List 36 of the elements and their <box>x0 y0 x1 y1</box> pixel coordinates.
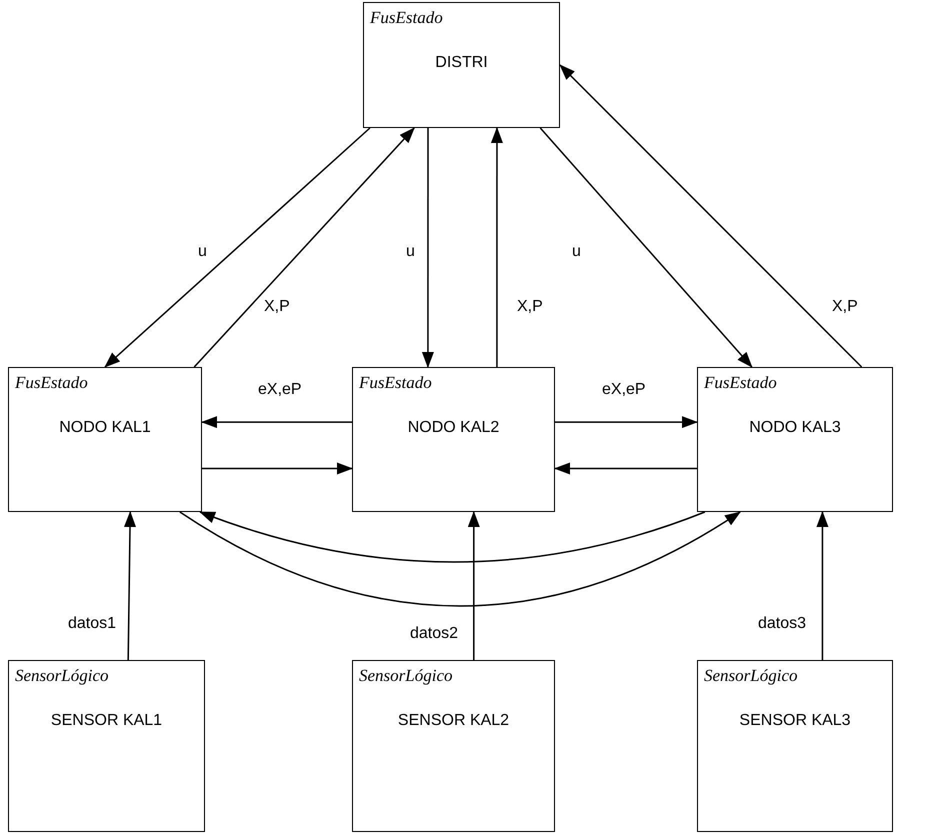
arrow <box>490 127 503 367</box>
arrow <box>559 64 862 368</box>
box-title: NODO KAL2 <box>408 418 500 438</box>
box-heading: SensorLógico <box>703 665 798 687</box>
arrow <box>194 127 415 368</box>
arrow <box>554 462 697 474</box>
process-box <box>8 367 202 512</box>
arrow <box>180 511 741 607</box>
box-title: NODO KAL1 <box>59 418 151 438</box>
box-heading: FusEstado <box>358 372 433 394</box>
arrow <box>555 416 698 428</box>
process-box <box>363 2 560 128</box>
box-heading: FusEstado <box>369 7 444 29</box>
arrow <box>199 511 706 563</box>
box-title: SENSOR KAL1 <box>50 710 162 730</box>
process-box <box>352 367 555 512</box>
arrow <box>124 511 136 660</box>
arrow <box>468 511 480 660</box>
arrow <box>816 511 828 660</box>
box-heading: FusEstado <box>703 372 778 394</box>
box-heading: FusEstado <box>14 372 89 394</box>
box-title: DISTRI <box>435 52 488 72</box>
box-heading: SensorLógico <box>358 665 454 687</box>
process-box <box>697 367 893 512</box>
box-title: SENSOR KAL3 <box>739 710 851 730</box>
box-title: NODO KAL3 <box>749 418 841 438</box>
arrow <box>201 416 352 428</box>
process-box <box>8 660 205 832</box>
process-box <box>697 660 893 832</box>
arrow <box>422 128 434 368</box>
box-heading: SensorLógico <box>14 665 110 687</box>
box-title: SENSOR KAL2 <box>398 710 510 730</box>
arrow <box>202 462 353 474</box>
process-box <box>352 660 555 832</box>
arrow <box>540 128 753 368</box>
arrow <box>104 127 370 368</box>
